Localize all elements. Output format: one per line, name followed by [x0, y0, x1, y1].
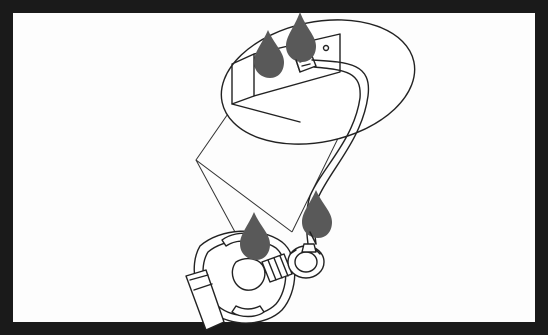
leak-drops: [240, 12, 332, 260]
pressure-regulator: [287, 243, 325, 279]
drop-overlay-lines: [295, 59, 317, 245]
detail-ellipse: [220, 19, 416, 145]
leak-drop-icon: [302, 190, 332, 238]
leak-drop-icon: [240, 212, 270, 260]
leak-drop-icon: [254, 30, 284, 78]
cylinder-valve: [231, 253, 293, 291]
leak-drop-icon: [286, 12, 316, 62]
